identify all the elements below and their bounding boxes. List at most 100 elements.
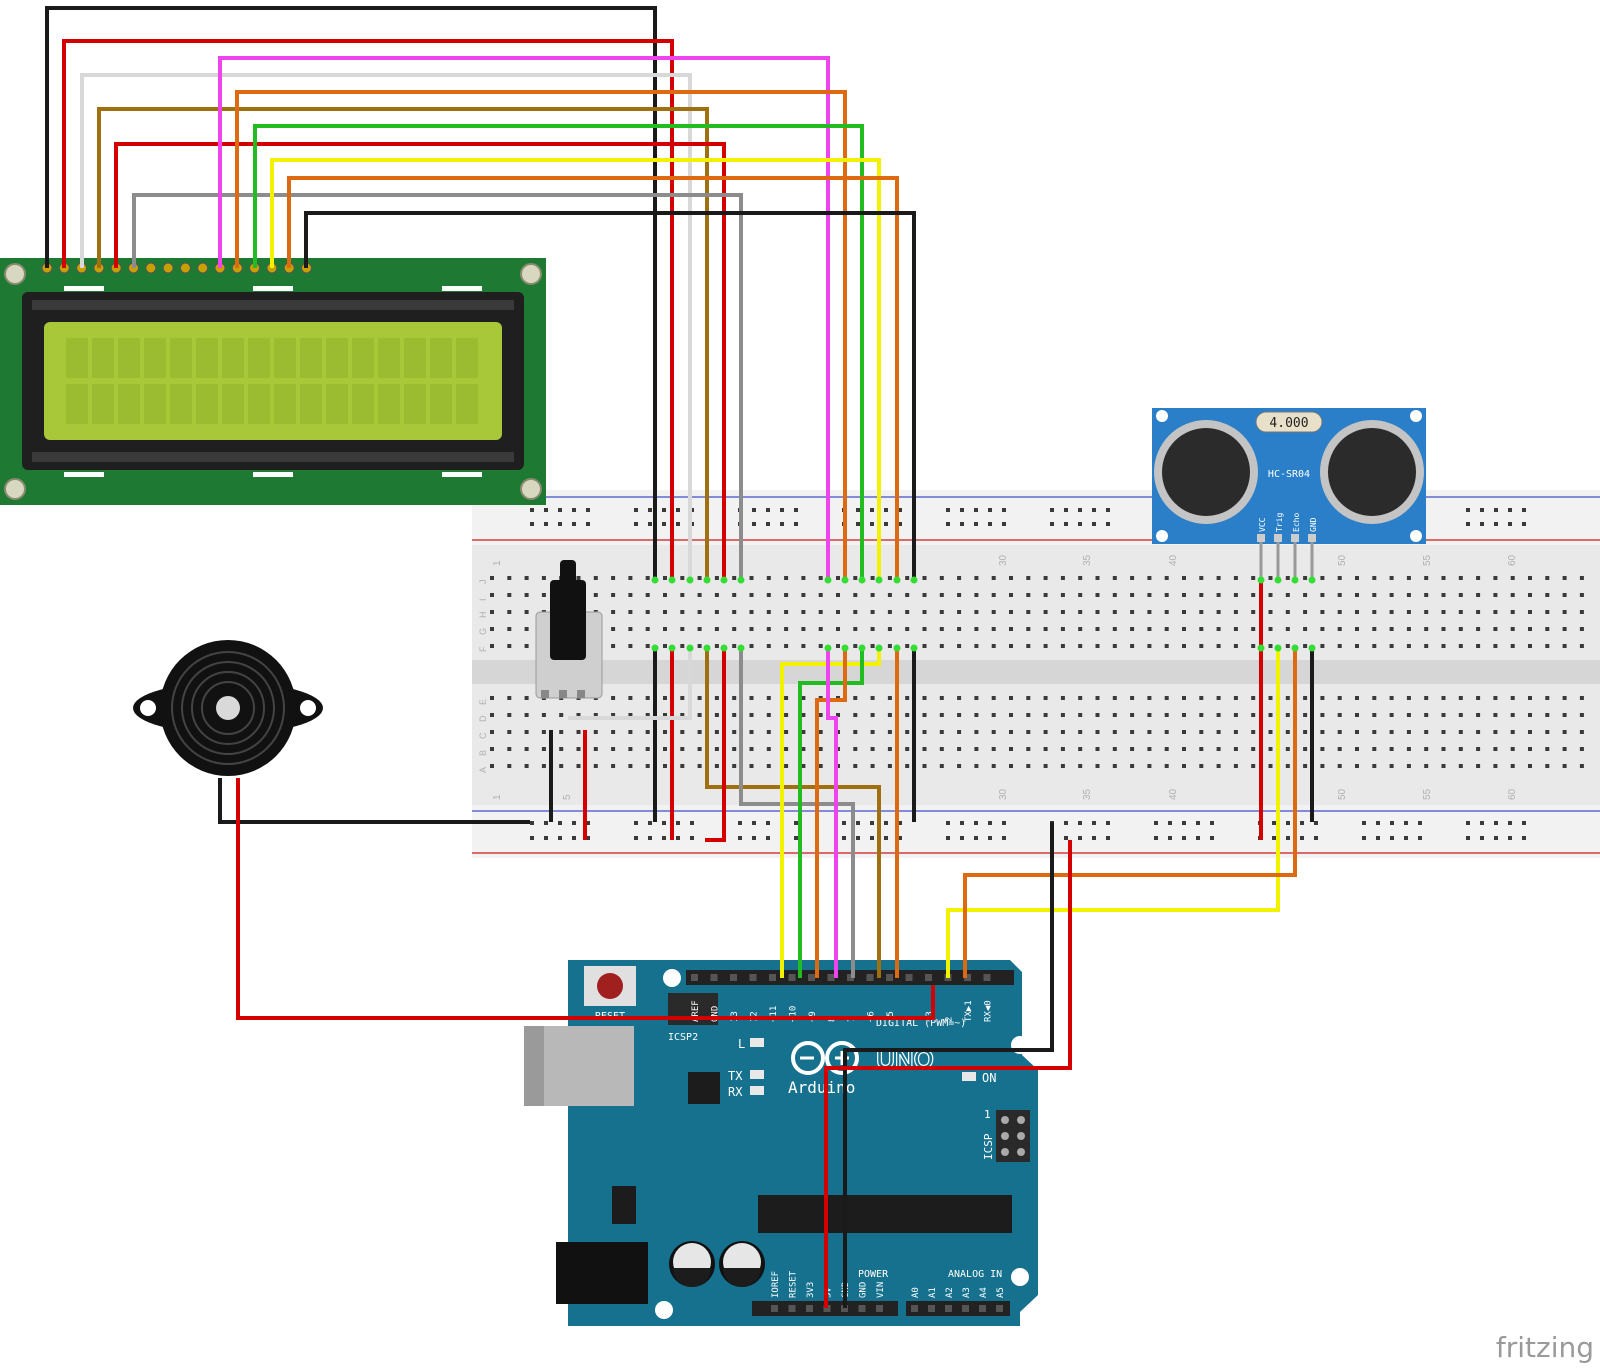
breadboard-hole	[1078, 764, 1083, 768]
rail-hole	[1508, 836, 1512, 840]
breadboard-hole	[1216, 747, 1221, 751]
breadboard-hole	[1216, 713, 1221, 717]
breadboard-hole	[870, 696, 875, 700]
rail-hole	[1106, 522, 1110, 526]
rail-hole	[766, 508, 770, 512]
breadboard-hole	[1458, 627, 1463, 631]
breadboard-hole	[1528, 627, 1532, 631]
row-letter: E	[478, 699, 488, 705]
breadboard-hole	[1355, 610, 1359, 614]
breadboard-hole	[1372, 627, 1377, 631]
power-label: POWER	[858, 1269, 889, 1280]
breadboard-hole	[645, 764, 650, 768]
breadboard-hole	[870, 610, 875, 614]
breadboard-hole	[1424, 576, 1429, 580]
breadboard-hole	[1026, 576, 1031, 580]
breadboard-hole	[1199, 730, 1204, 734]
sensor-pin-vcc[interactable]	[1257, 534, 1265, 542]
breadboard-hole	[1164, 764, 1169, 768]
breadboard-hole	[1182, 713, 1186, 717]
breadboard-hole	[611, 593, 616, 597]
col-number: 5	[562, 794, 573, 800]
breadboard-hole	[784, 730, 789, 734]
lcd-cell	[404, 338, 426, 378]
breadboard-hole	[1233, 644, 1238, 648]
breadboard-holes	[490, 576, 1584, 768]
breadboard-hole	[974, 593, 979, 597]
breadboard-hole	[957, 610, 962, 614]
lcd-cell	[456, 338, 478, 378]
breadboard-hole	[1355, 730, 1359, 734]
breadboard-hole	[1372, 593, 1377, 597]
breadboard-hole	[853, 730, 858, 734]
breadboard-hole	[490, 593, 494, 597]
digital-pin-socket	[710, 974, 718, 981]
breadboard-hole	[991, 576, 996, 580]
rail-hole	[988, 522, 992, 526]
breadboard-hole	[1130, 730, 1135, 734]
breadboard-hole	[766, 696, 771, 700]
rail-hole	[974, 522, 978, 526]
crystal-label: 4.000	[1269, 416, 1308, 431]
lcd-cell	[352, 384, 374, 424]
rail-hole	[1272, 836, 1276, 840]
breadboard-hole	[1476, 644, 1481, 648]
breadboard-hole	[490, 747, 494, 751]
rail-hole	[738, 836, 742, 840]
atmega-chip	[758, 1195, 1012, 1233]
digital-pin-label: TX▶1	[964, 1000, 974, 1022]
wire-contact	[1257, 576, 1265, 584]
breadboard-hole	[801, 627, 806, 631]
breadboard-hole	[1285, 696, 1290, 700]
rail-hole	[856, 836, 860, 840]
breadboard-hole	[714, 610, 719, 614]
lcd-cell	[326, 338, 348, 378]
power-pin-label: IOREF	[771, 1271, 781, 1298]
wire	[798, 648, 864, 978]
breadboard-hole	[1320, 696, 1325, 700]
breadboard-hole	[818, 764, 823, 768]
breadboard-hole	[905, 713, 910, 717]
breadboard-hole	[714, 747, 719, 751]
breadboard-hole	[559, 747, 564, 751]
breadboard-hole	[1164, 627, 1169, 631]
sensor-pin-echo[interactable]	[1291, 534, 1299, 542]
wire-contact	[720, 576, 728, 584]
rail-hole	[1390, 821, 1394, 825]
rail-hole	[794, 522, 798, 526]
rail-hole	[960, 522, 964, 526]
breadboard-hole	[1320, 730, 1325, 734]
breadboard-hole	[611, 696, 616, 700]
breadboard-hole	[818, 713, 823, 717]
rail-hole	[1480, 522, 1484, 526]
rail-hole	[1404, 836, 1408, 840]
breadboard-hole	[1112, 610, 1117, 614]
breadboard-hole	[1562, 576, 1567, 580]
potentiometer[interactable]	[535, 560, 603, 699]
breadboard-hole	[1458, 713, 1463, 717]
col-number: 60	[1507, 788, 1518, 800]
breadboard-hole	[714, 627, 719, 631]
breadboard-hole	[714, 644, 719, 648]
rail-hole	[1362, 836, 1366, 840]
rail-hole	[1376, 821, 1380, 825]
breadboard-hole	[1476, 593, 1481, 597]
breadboard-hole	[1043, 730, 1048, 734]
wire	[946, 648, 1280, 978]
rail-hole	[1286, 836, 1290, 840]
sensor-pin-gnd[interactable]	[1308, 534, 1316, 542]
breadboard-hole	[784, 644, 789, 648]
breadboard-hole	[922, 730, 927, 734]
breadboard-hole	[1355, 627, 1359, 631]
breadboard-hole	[524, 644, 529, 648]
wire	[218, 56, 830, 580]
breadboard-hole	[1441, 610, 1446, 614]
breadboard-hole	[1043, 644, 1048, 648]
breadboard-hole	[1303, 696, 1308, 700]
breadboard-hole	[853, 764, 858, 768]
sensor-pin-trig[interactable]	[1274, 534, 1282, 542]
breadboard-hole	[645, 713, 650, 717]
breadboard-hole	[922, 627, 927, 631]
wire-contact	[910, 644, 918, 652]
rail-hole	[752, 821, 756, 825]
